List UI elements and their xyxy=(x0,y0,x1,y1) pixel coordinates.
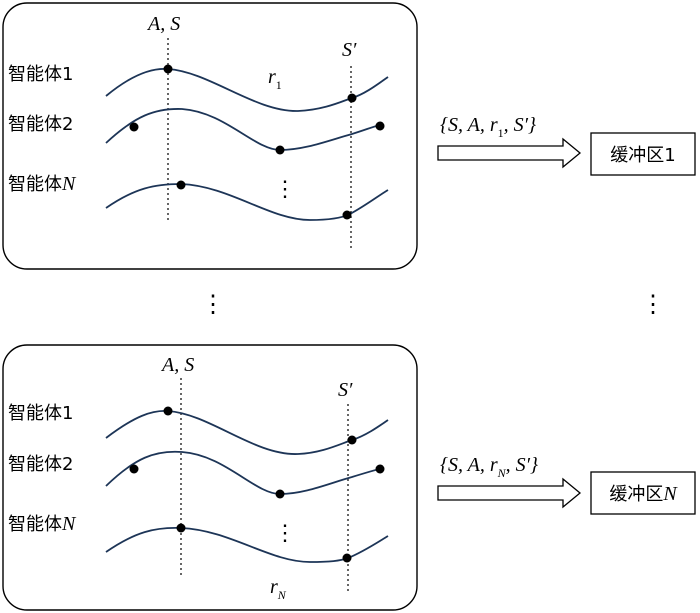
top-agent-2-label: 智能体2 xyxy=(8,114,73,135)
bottom-trajectory-n-state-dot xyxy=(176,523,186,533)
buffer-n-box xyxy=(590,471,696,515)
top-panel: A, S S′ 智能体1 智能体2 智能体N r1 ⋮ xyxy=(2,2,418,270)
top-trajectory-n-next-dot xyxy=(342,210,352,220)
bottom-trajectory-n-next-dot xyxy=(342,553,352,563)
top-trajectory-n xyxy=(105,183,389,221)
top-reward-label: r1 xyxy=(268,66,282,92)
top-trajectory-n-state-dot xyxy=(176,180,186,190)
bottom-panel: A, S S′ 智能体1 智能体2 智能体N rN ⋮ xyxy=(2,344,418,611)
top-trajectory-2-mid-dot xyxy=(275,145,285,155)
bottom-agent-1-label: 智能体1 xyxy=(8,403,73,424)
bottom-trajectory-1-next-dot xyxy=(347,435,357,445)
bottom-as-label: A, S xyxy=(160,354,194,376)
top-panel-frame xyxy=(2,2,418,270)
top-trajectory-1-state-dot xyxy=(163,64,173,74)
bottom-trajectory-1 xyxy=(105,410,389,455)
top-trajectory-2-end-dot xyxy=(375,121,385,131)
top-as-label: A, S xyxy=(146,13,180,35)
bottom-trajectory-2-end-dot xyxy=(375,464,385,474)
panels-ellipsis: ⋮ xyxy=(201,292,225,318)
bottom-trajectory-2-start-dot xyxy=(129,464,139,474)
bottom-trajectory-2-mid-dot xyxy=(275,489,285,499)
buffer-1-label: 缓冲区1 xyxy=(610,145,675,166)
top-trajectory-1 xyxy=(105,67,389,112)
bottom-panel-ellipsis: ⋮ xyxy=(274,520,296,545)
top-panel-ellipsis: ⋮ xyxy=(274,176,296,201)
top-agent-n-label: 智能体N xyxy=(8,173,77,195)
bottom-agent-n-label: 智能体N xyxy=(8,513,77,535)
top-transition-tuple: {S, A, r1, S′} xyxy=(440,114,536,140)
bottom-transfer-arrow xyxy=(437,477,582,509)
buffer-1-box xyxy=(590,132,696,176)
top-trajectory-2-start-dot xyxy=(129,122,139,132)
buffer-n-label: 缓冲区N xyxy=(609,483,678,505)
bottom-trajectory-2 xyxy=(105,450,384,495)
buffers-ellipsis: ⋮ xyxy=(641,292,665,318)
bottom-transition-tuple: {S, A, rN, S′} xyxy=(440,454,538,480)
bottom-reward-label: rN xyxy=(270,576,287,602)
bottom-agent-2-label: 智能体2 xyxy=(8,454,73,475)
top-trajectory-2 xyxy=(105,108,384,151)
top-agent-1-label: 智能体1 xyxy=(8,64,73,85)
bottom-trajectory-1-state-dot xyxy=(163,406,173,416)
bottom-trajectory-n xyxy=(105,526,389,563)
bottom-panel-frame xyxy=(2,344,418,611)
bottom-sprime-label: S′ xyxy=(338,379,353,401)
top-trajectory-1-next-dot xyxy=(347,93,357,103)
top-sprime-label: S′ xyxy=(342,39,357,61)
top-transfer-arrow xyxy=(437,137,582,169)
